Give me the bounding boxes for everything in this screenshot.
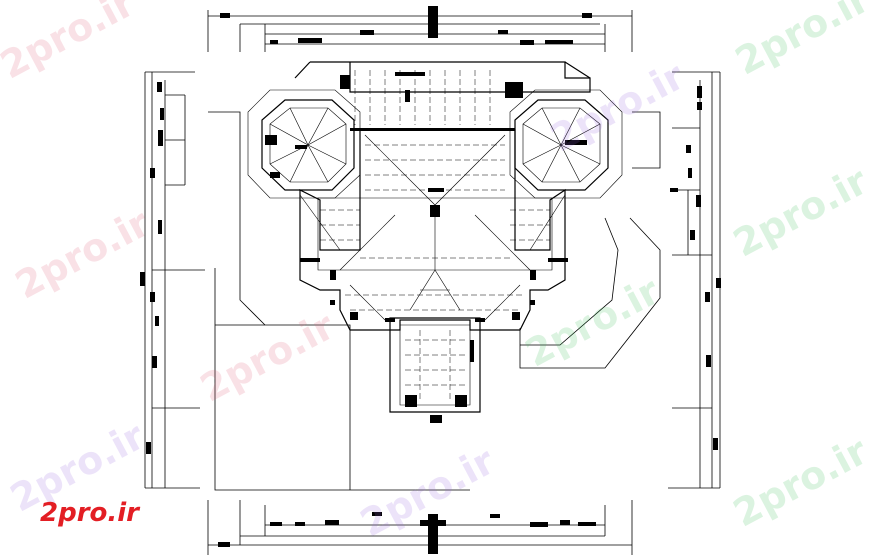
- left-dimension: [140, 71, 205, 489]
- right-dimension: [668, 71, 721, 489]
- site-outline: [208, 111, 661, 491]
- structural-details: [265, 72, 587, 423]
- bottom-dimension: [207, 500, 633, 555]
- roof-rafters: [320, 70, 550, 400]
- top-dimension: [207, 6, 633, 52]
- site-logo: 2pro.ir: [40, 498, 139, 528]
